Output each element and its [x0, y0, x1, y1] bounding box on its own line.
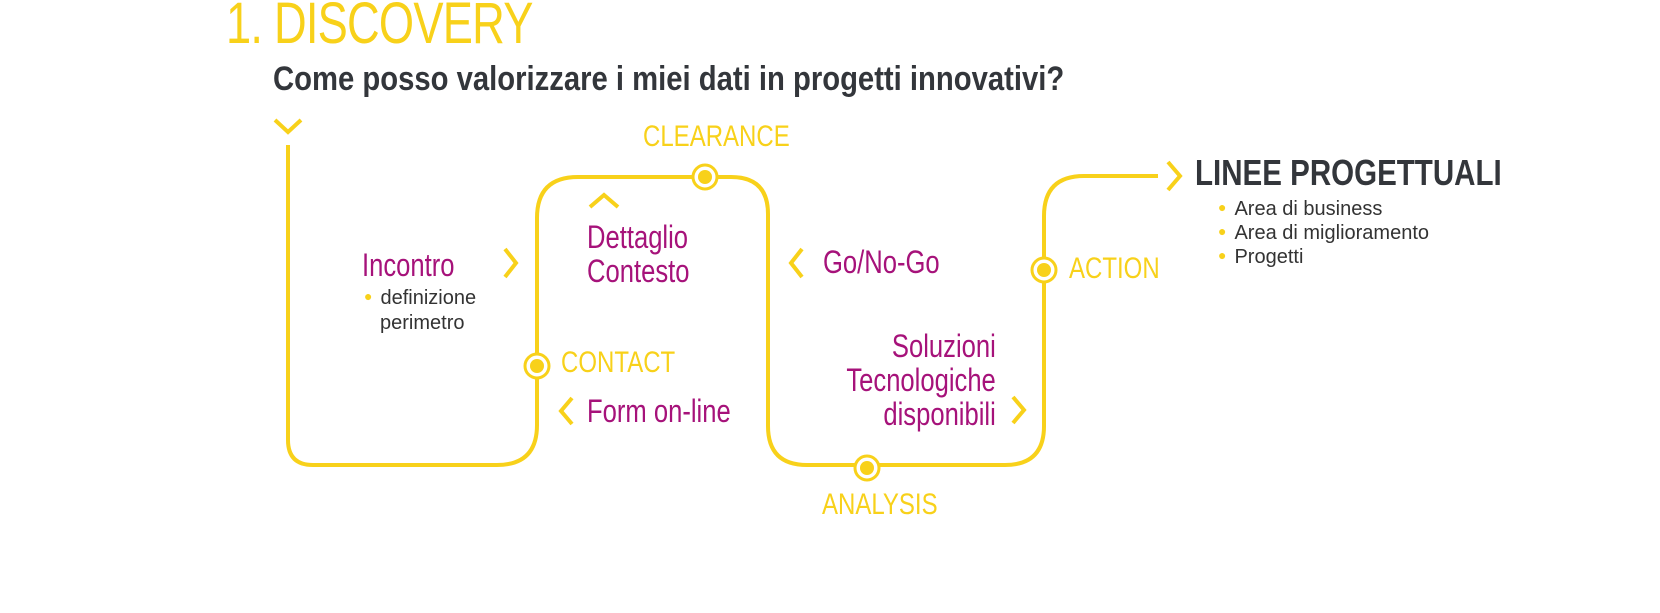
end-chevron-icon	[1166, 160, 1183, 192]
stage-action-label: ACTION	[1069, 252, 1160, 285]
list-item: ●Area di business	[1218, 198, 1383, 220]
result-title: LINEE PROGETTUALI	[1195, 152, 1502, 193]
dettaglio-chevron-icon	[588, 192, 620, 209]
incontro-chevron-icon	[503, 247, 519, 279]
page-subtitle: Come posso valorizzare i miei dati in pr…	[273, 60, 1065, 98]
stage-analysis-label: ANALYSIS	[822, 488, 938, 521]
stage-contact-label: CONTACT	[561, 346, 676, 379]
step-form-label: Form on-line	[587, 393, 731, 429]
gonogo-chevron-icon	[788, 247, 804, 279]
analysis-node-icon	[853, 454, 881, 482]
page-title: 1. DISCOVERY	[226, 0, 533, 56]
contact-node-icon	[523, 352, 551, 380]
action-node-icon	[1030, 256, 1058, 284]
list-item: ●Area di miglioramento	[1218, 222, 1429, 244]
bullet-icon: ●	[1218, 247, 1227, 263]
list-item: ●Progetti	[1218, 246, 1304, 268]
bullet-icon: ●	[1218, 223, 1227, 239]
form-chevron-icon	[558, 396, 574, 426]
step-incontro-detail: ●definizione	[364, 287, 477, 309]
step-soluzioni-label: Soluzioni Tecnologiche disponibili	[846, 328, 996, 432]
bullet-icon: ●	[364, 288, 373, 304]
result-list: ●Area di business ●Area di miglioramento…	[1218, 198, 1429, 270]
step-dettaglio-label: Dettaglio Contesto	[587, 219, 690, 289]
bullet-icon: ●	[1218, 199, 1227, 215]
soluzioni-chevron-icon	[1011, 395, 1027, 425]
step-incontro-label: Incontro	[362, 247, 455, 283]
step-gonogo-label: Go/No-Go	[823, 244, 940, 280]
stage-clearance-label: CLEARANCE	[643, 120, 790, 153]
start-chevron-icon	[273, 118, 303, 135]
step-incontro-detail-2: perimetro	[380, 312, 465, 334]
clearance-node-icon	[691, 163, 719, 191]
process-path	[286, 145, 1158, 467]
